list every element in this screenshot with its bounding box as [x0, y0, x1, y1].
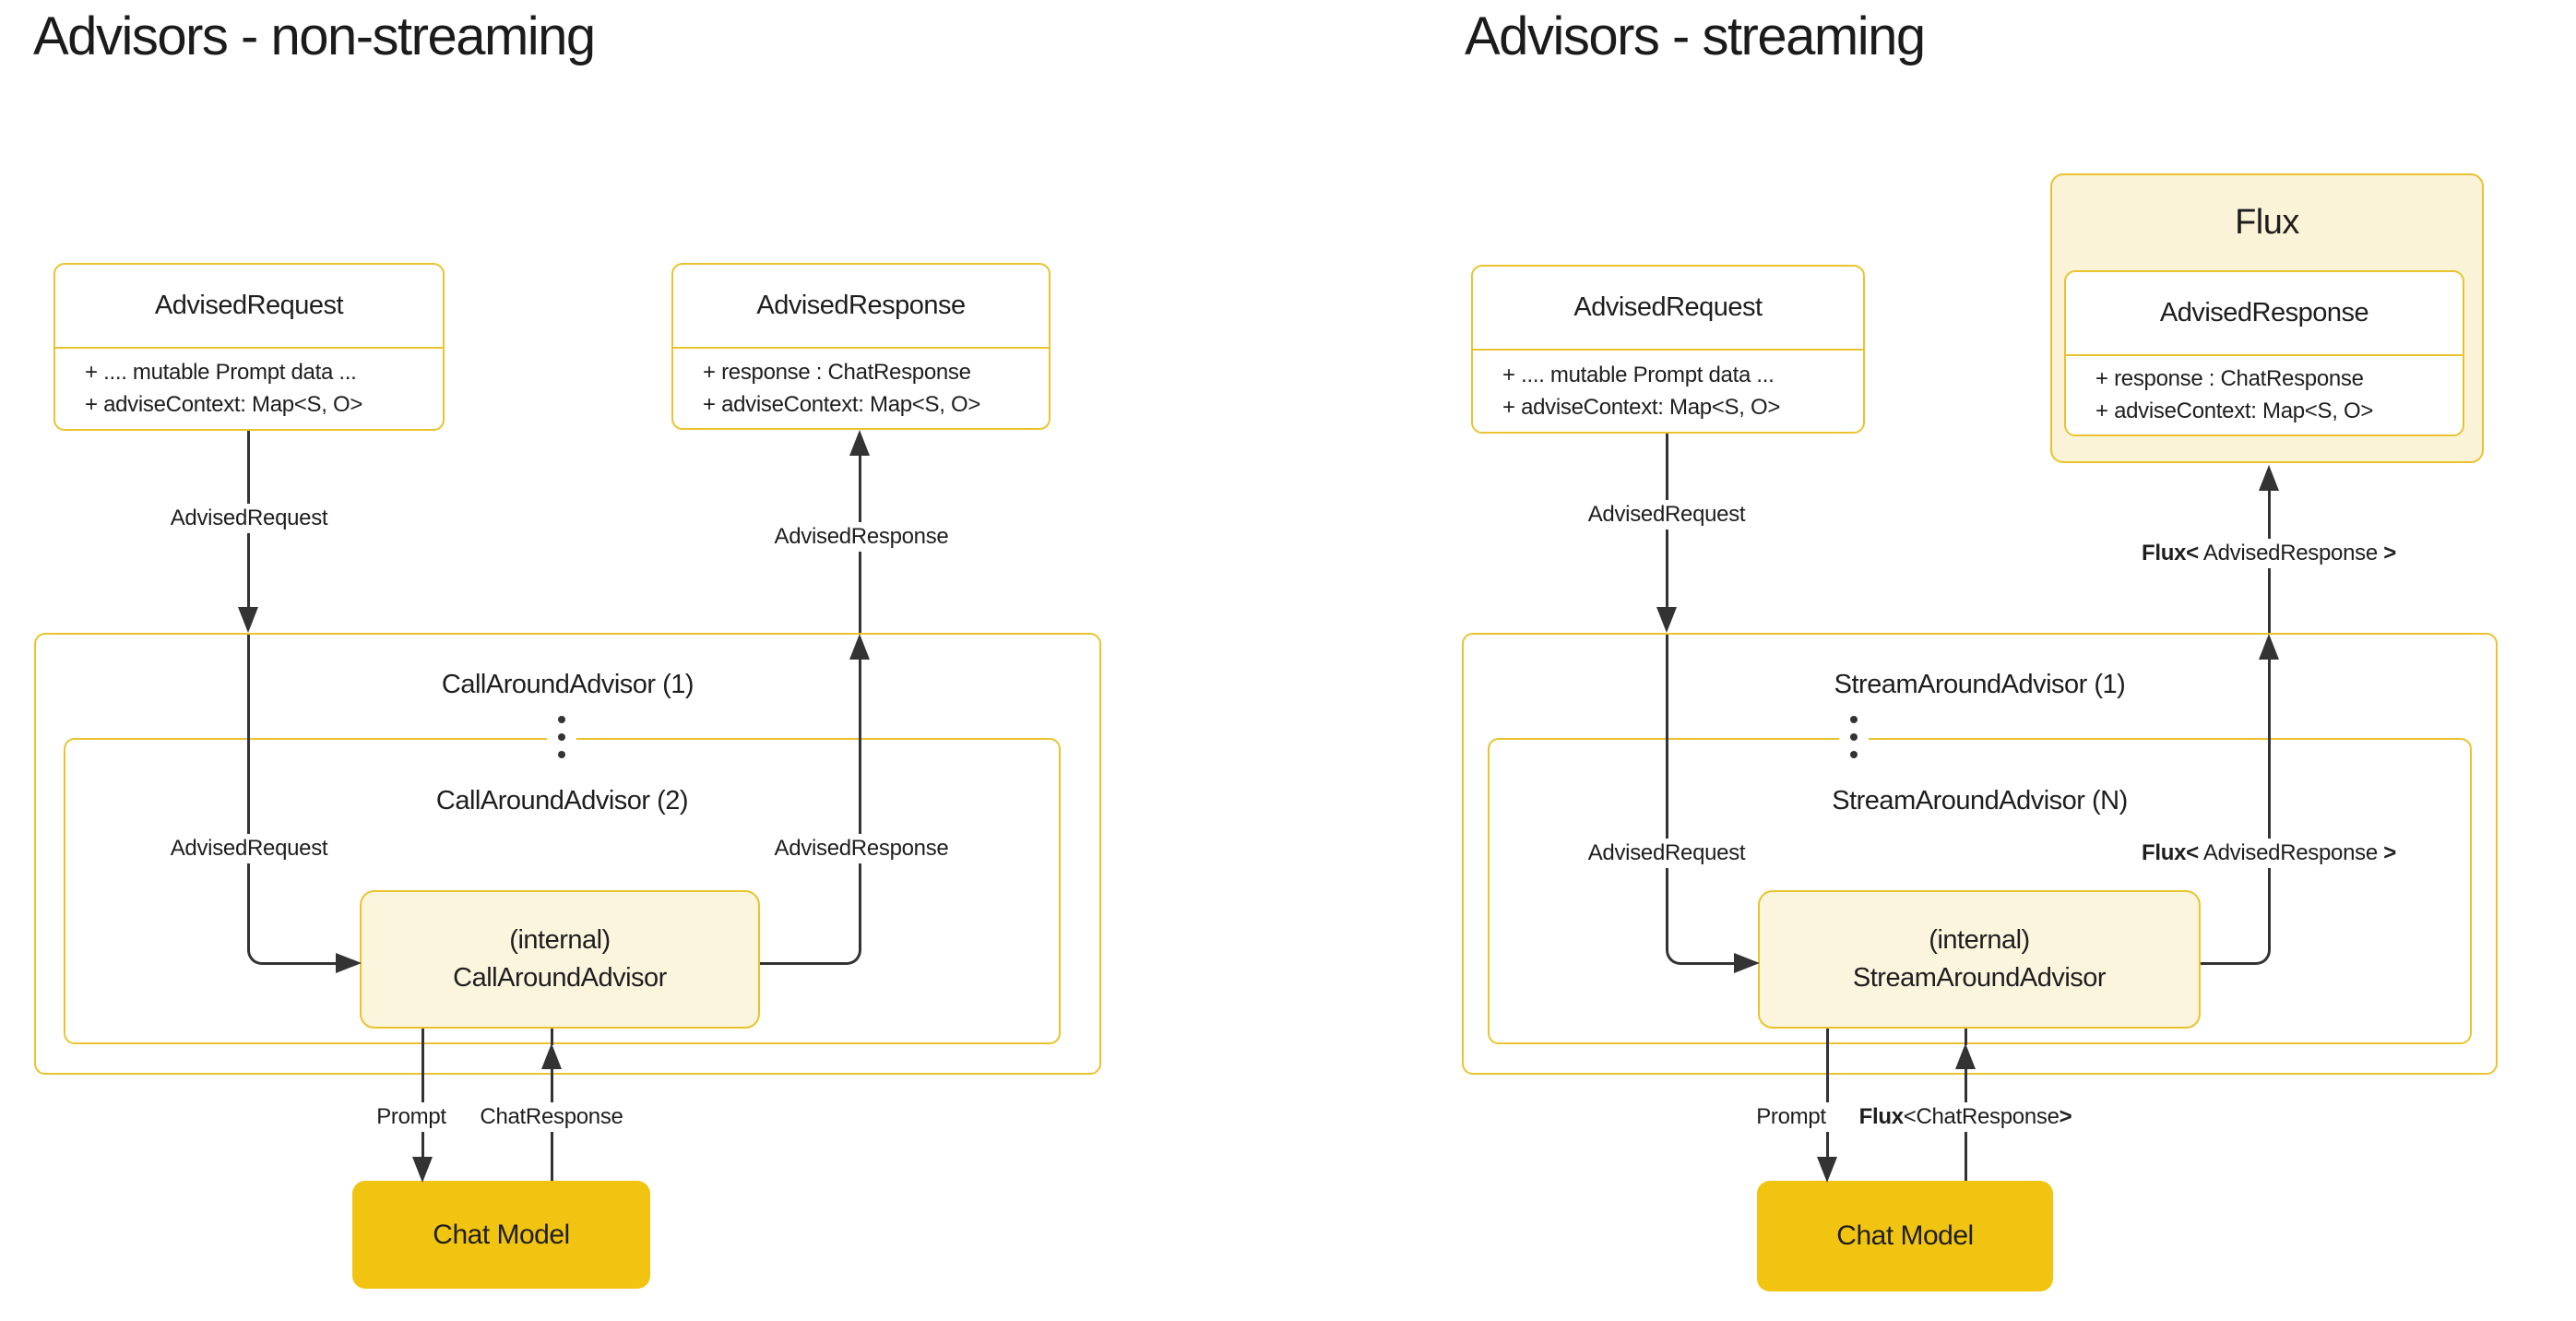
advised-response-field: + response : ChatResponse	[703, 359, 971, 385]
outer-advisor-frame: StreamAroundAdvisor (1)	[1462, 633, 2498, 1075]
arrow-up-icon	[1955, 1043, 1976, 1069]
edge-label-flux-advised-response: Flux< AdvisedResponse >	[2134, 539, 2404, 568]
edge-label-prompt: Prompt	[369, 1102, 454, 1132]
response-edge-segment	[859, 660, 861, 950]
edge-label-advised-request: AdvisedRequest	[1580, 500, 1753, 530]
arrow-up-icon	[2259, 465, 2279, 491]
internal-call-around-advisor-node: (internal) CallAroundAdvisor	[360, 890, 760, 1029]
arrow-right-icon	[1734, 953, 1760, 973]
advised-request-title: AdvisedRequest	[1473, 267, 1863, 351]
advised-request-field: + .... mutable Prompt data ...	[85, 360, 357, 385]
advised-request-box: AdvisedRequest + .... mutable Prompt dat…	[1471, 265, 1865, 434]
flux-title: Flux	[2235, 203, 2299, 242]
arrow-down-icon	[412, 1157, 433, 1183]
request-edge-segment	[247, 635, 250, 950]
request-edge-elbow	[247, 950, 267, 965]
edge-label-advised-request: AdvisedRequest	[162, 504, 336, 533]
dot-icon	[558, 751, 565, 758]
response-edge-segment	[2268, 660, 2271, 950]
advised-request-title: AdvisedRequest	[55, 265, 443, 349]
advised-response-field: + adviseContext: Map<S, O>	[703, 391, 981, 417]
request-edge-segment	[267, 962, 336, 965]
inner-advisor-frame-label: CallAroundAdvisor (2)	[435, 786, 689, 815]
flux-bold-suffix: >	[2383, 541, 2396, 565]
prompt-edge-segment	[421, 1029, 424, 1159]
flux-bold-prefix: Flux	[1858, 1104, 1904, 1129]
internal-node-line1: (internal)	[1929, 925, 2030, 955]
arrow-right-icon	[336, 953, 362, 973]
flux-bold-prefix: Flux<	[2142, 541, 2199, 565]
edge-label-advised-response: AdvisedResponse	[766, 834, 956, 863]
inner-advisor-frame: StreamAroundAdvisor (N)	[1488, 738, 2472, 1044]
edge-label-chat-response: ChatResponse	[472, 1102, 631, 1132]
edge-label-advised-request: AdvisedRequest	[1580, 839, 1753, 868]
ellipsis-dots	[1839, 712, 1869, 762]
request-edge-segment	[1666, 635, 1668, 950]
response-edge-segment	[760, 962, 841, 965]
arrow-up-icon	[2259, 634, 2279, 660]
internal-node-line2: CallAroundAdvisor	[453, 963, 667, 993]
flux-bold-suffix: >	[2059, 1104, 2072, 1129]
dot-icon	[1850, 733, 1858, 741]
dot-icon	[1850, 716, 1858, 723]
dot-icon	[558, 716, 565, 723]
request-edge-segment	[1686, 962, 1734, 965]
chat-model-label: Chat Model	[433, 1219, 570, 1250]
flux-label-mid: AdvisedResponse	[2198, 840, 2384, 865]
advised-response-title: AdvisedResponse	[673, 265, 1049, 349]
edge-label-advised-response: AdvisedResponse	[766, 522, 956, 552]
internal-node-line1: (internal)	[509, 925, 611, 955]
chat-model-node: Chat Model	[352, 1181, 650, 1289]
prompt-edge-segment	[1826, 1029, 1829, 1159]
chat-response-edge-segment	[1965, 1029, 1967, 1045]
edge-label-advised-request: AdvisedRequest	[162, 834, 336, 863]
dot-icon	[558, 733, 565, 741]
arrow-down-icon	[1817, 1157, 1837, 1183]
advised-response-field: + response : ChatResponse	[2095, 366, 2364, 391]
edge-label-prompt: Prompt	[1749, 1102, 1834, 1132]
advised-request-field: + adviseContext: Map<S, O>	[85, 392, 363, 417]
advised-response-title: AdvisedResponse	[2066, 272, 2463, 356]
request-edge-elbow	[1666, 950, 1686, 965]
arrow-down-icon	[1656, 607, 1677, 633]
edge-label-flux-chat-response: Flux<ChatResponse>	[1851, 1102, 2080, 1132]
advised-response-field: + adviseContext: Map<S, O>	[2095, 399, 2374, 423]
title-non-streaming: Advisors - non-streaming	[33, 6, 596, 66]
arrow-up-icon	[541, 1043, 562, 1069]
flux-label-mid: AdvisedResponse	[2198, 541, 2384, 565]
arrow-down-icon	[238, 607, 258, 633]
dot-icon	[1850, 751, 1858, 758]
outer-advisor-frame-label: CallAroundAdvisor (1)	[441, 670, 694, 699]
advised-request-box: AdvisedRequest + .... mutable Prompt dat…	[53, 263, 445, 431]
advised-request-field: + adviseContext: Map<S, O>	[1502, 394, 1781, 420]
outer-advisor-frame: CallAroundAdvisor (1)	[34, 633, 1101, 1075]
edge-label-flux-advised-response: Flux< AdvisedResponse >	[2134, 839, 2404, 868]
chat-response-edge-segment	[551, 1029, 553, 1045]
arrow-up-icon	[849, 430, 870, 456]
advised-response-box: AdvisedResponse + response : ChatRespons…	[2064, 270, 2464, 436]
ellipsis-dots	[547, 712, 576, 762]
arrow-up-icon	[849, 634, 870, 660]
flux-bold-prefix: Flux<	[2142, 840, 2199, 865]
advised-response-box: AdvisedResponse + response : ChatRespons…	[671, 263, 1051, 430]
title-streaming: Advisors - streaming	[1465, 6, 1926, 66]
internal-stream-around-advisor-node: (internal) StreamAroundAdvisor	[1758, 890, 2201, 1029]
response-edge-segment	[2201, 962, 2250, 965]
internal-node-line2: StreamAroundAdvisor	[1852, 963, 2107, 993]
chat-model-node: Chat Model	[1757, 1181, 2053, 1291]
inner-advisor-frame-label: StreamAroundAdvisor (N)	[1832, 786, 2128, 815]
outer-advisor-frame-label: StreamAroundAdvisor (1)	[1834, 670, 2126, 699]
chat-model-label: Chat Model	[1836, 1220, 1974, 1251]
flux-label-mid: <ChatResponse	[1903, 1104, 2060, 1129]
flux-bold-suffix: >	[2383, 840, 2396, 865]
advised-request-field: + .... mutable Prompt data ...	[1502, 362, 1775, 387]
